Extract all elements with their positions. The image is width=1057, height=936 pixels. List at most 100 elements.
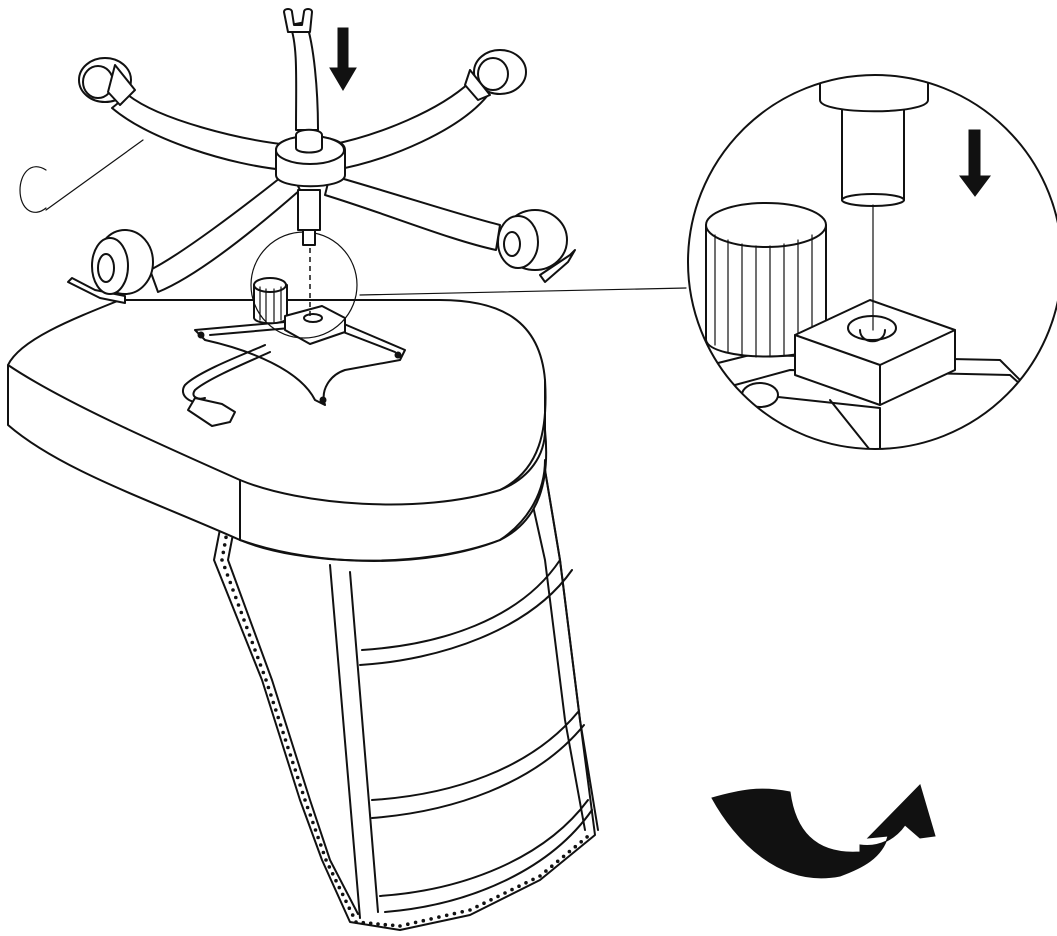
mount-hole — [303, 313, 323, 323]
bolt-hole — [197, 331, 205, 339]
detail-view — [687, 74, 1057, 450]
stitch-dot — [234, 595, 238, 600]
stitch-dot — [468, 908, 472, 912]
bolt-hole — [394, 351, 402, 359]
stitch-dot — [573, 844, 578, 849]
stitch-dot — [510, 887, 514, 892]
stitch-dot — [303, 798, 307, 802]
detail-circle — [687, 74, 1057, 450]
stitch-dot — [283, 738, 288, 742]
caster-wheel — [464, 49, 527, 101]
stitch-dot — [354, 920, 358, 924]
stitch-dot — [231, 588, 235, 592]
chair-base — [67, 8, 576, 318]
seat-back — [213, 469, 599, 931]
stitch-dot — [222, 543, 227, 547]
stitch-dot — [444, 913, 449, 918]
stitch-dot — [376, 922, 380, 926]
stitch-dot — [561, 854, 566, 859]
stitch-dot — [368, 921, 373, 926]
stitch-dot — [531, 877, 535, 882]
callout-leader — [359, 287, 687, 296]
stitch-dot — [220, 558, 224, 562]
stitch-dot — [524, 881, 528, 885]
stitch-dot — [585, 835, 589, 839]
stitch-dot — [298, 783, 302, 787]
stitch-dot — [286, 745, 290, 750]
stitch-dot — [350, 913, 355, 917]
stitch-dot — [421, 918, 426, 923]
stitch-dot — [319, 843, 323, 847]
stitch-dot — [276, 715, 281, 720]
stitch-dot — [406, 922, 410, 926]
gas-cylinder-top — [295, 128, 323, 154]
gas-cylinder — [297, 189, 321, 231]
stitch-dot — [517, 884, 521, 888]
stitch-dot — [555, 859, 560, 864]
stitch-dot — [437, 915, 441, 919]
press-down-arrow-detail — [959, 129, 991, 197]
flip-over-arrow — [711, 784, 936, 879]
stitch-dot — [293, 768, 298, 772]
caster-wheel — [497, 209, 576, 283]
stitch-dot — [347, 906, 352, 910]
stitch-dot — [361, 920, 366, 925]
detail-mount-hole — [847, 315, 897, 341]
stitch-dot — [242, 618, 246, 622]
stitch-dot — [503, 891, 507, 895]
stitch-dot — [324, 858, 328, 862]
stitch-dot — [337, 885, 342, 890]
stitch-dot — [311, 820, 315, 825]
stitch-dot — [334, 878, 338, 883]
stitch-dot — [475, 904, 479, 909]
stitch-dot — [223, 565, 227, 570]
base-arm — [111, 94, 291, 171]
stitch-dot — [271, 700, 276, 705]
stitch-dot — [266, 685, 271, 690]
stitch-dot — [398, 924, 402, 928]
stitch-dot — [255, 655, 260, 660]
stitch-dot — [253, 648, 257, 652]
stitch-dot — [288, 753, 293, 757]
caster-wheel — [67, 229, 154, 304]
stitch-dot — [225, 573, 230, 577]
stitch-dot — [489, 898, 493, 902]
base-arm — [329, 81, 489, 171]
stitch-dot — [390, 923, 395, 928]
stitch-dot — [313, 828, 318, 832]
stitch-dot — [221, 550, 226, 555]
part-marker-arc — [19, 166, 47, 213]
stitch-dot — [236, 603, 241, 607]
stitch-dot — [224, 535, 228, 540]
stitch-dot — [550, 864, 554, 868]
seat-mechanism — [182, 277, 406, 427]
stitch-dot — [579, 840, 583, 844]
stitch-dot — [308, 813, 313, 817]
stitch-dot — [538, 874, 542, 878]
stitch-dot — [544, 869, 548, 873]
stitch-dot — [482, 901, 486, 905]
stitch-dot — [340, 892, 345, 897]
stitch-dot — [567, 849, 572, 854]
stitch-dot — [305, 805, 310, 810]
stitch-dot — [327, 865, 332, 869]
stitch-dot — [344, 899, 348, 904]
stitch-dot — [239, 610, 244, 615]
base-arm — [324, 174, 501, 251]
detail-bracket — [794, 299, 956, 406]
stitch-dot — [281, 730, 285, 735]
stitch-dot — [228, 580, 233, 585]
stitch-dot — [383, 922, 388, 927]
stitch-dot — [452, 911, 457, 916]
stitch-dot — [429, 917, 433, 921]
stitch-dot — [321, 850, 326, 855]
base-arm — [289, 21, 319, 131]
stitch-dot — [250, 640, 255, 645]
stitch-dot — [247, 633, 252, 637]
stitch-dot — [295, 775, 300, 780]
bolt-hole — [319, 396, 327, 404]
stitch-dot — [460, 910, 465, 914]
part-marker-leader — [45, 139, 144, 211]
